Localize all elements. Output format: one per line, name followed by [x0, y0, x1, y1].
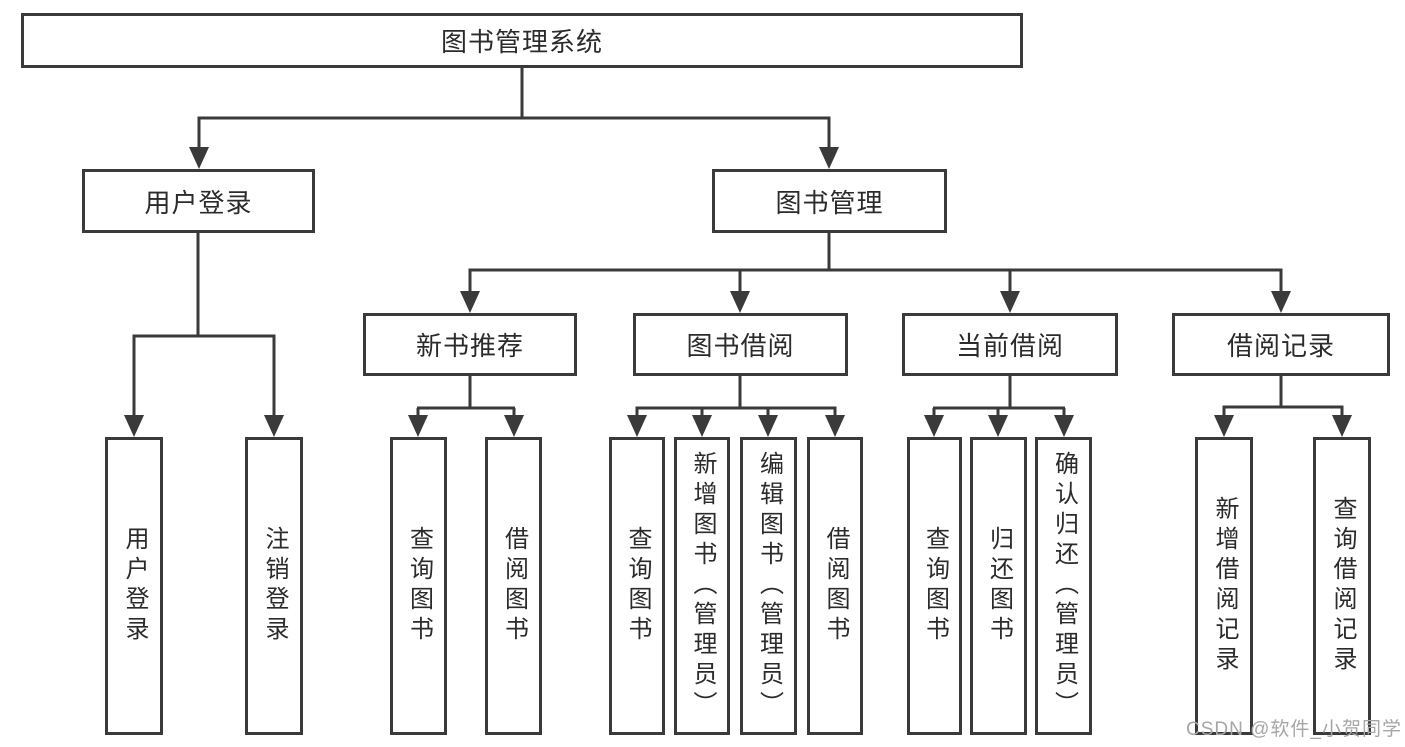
- borrowing-records-connectors: [1214, 376, 1352, 437]
- node-book-management: 图书管理: [712, 169, 947, 233]
- arrow-down-icon: [1214, 415, 1234, 437]
- arrow-down-icon: [988, 415, 1008, 437]
- leaf-user-login: 用户登录: [105, 437, 163, 735]
- user-login-connectors: [124, 233, 284, 437]
- book-borrowing-connectors: [627, 376, 845, 437]
- leaf-add-book-admin: 新增图书（管理员）: [674, 437, 730, 735]
- arrow-down-icon: [264, 415, 284, 437]
- node-library-management-system: 图书管理系统: [21, 13, 1023, 68]
- arrow-down-icon: [692, 415, 712, 437]
- csdn-watermark: CSDN @软件_小贺同学: [1186, 719, 1402, 740]
- root-connectors: [189, 68, 839, 169]
- node-user-login: 用户登录: [82, 169, 315, 233]
- node-borrowing-records: 借阅记录: [1172, 313, 1390, 376]
- arrow-down-icon: [189, 147, 209, 169]
- leaf-query-borrow-record: 查询借阅记录: [1313, 437, 1371, 735]
- leaf-query-books-1: 查询图书: [390, 437, 447, 735]
- new-book-recommendation-connectors: [408, 376, 524, 437]
- arrow-down-icon: [924, 415, 944, 437]
- current-borrowing-connectors: [924, 376, 1074, 437]
- leaf-return-books: 归还图书: [970, 437, 1027, 735]
- leaf-confirm-return-admin: 确认归还（管理员）: [1035, 437, 1092, 735]
- leaf-query-books-2: 查询图书: [609, 437, 665, 735]
- arrow-down-icon: [124, 415, 144, 437]
- book-management-connectors: [460, 233, 1291, 313]
- leaf-add-borrow-record: 新增借阅记录: [1195, 437, 1253, 735]
- arrow-down-icon: [1000, 291, 1020, 313]
- leaf-borrow-books-2: 借阅图书: [807, 437, 863, 735]
- arrow-down-icon: [825, 415, 845, 437]
- arrow-down-icon: [758, 415, 778, 437]
- arrow-down-icon: [1332, 415, 1352, 437]
- leaf-query-books-3: 查询图书: [907, 437, 962, 735]
- arrow-down-icon: [1054, 415, 1074, 437]
- node-current-borrowing: 当前借阅: [902, 313, 1118, 376]
- leaf-edit-book-admin: 编辑图书（管理员）: [740, 437, 797, 735]
- arrow-down-icon: [1271, 291, 1291, 313]
- arrow-down-icon: [627, 415, 647, 437]
- leaf-logout: 注销登录: [245, 437, 303, 735]
- node-new-book-recommendation: 新书推荐: [363, 313, 577, 376]
- arrow-down-icon: [730, 291, 750, 313]
- node-book-borrowing: 图书借阅: [633, 313, 848, 376]
- leaf-borrow-books-1: 借阅图书: [485, 437, 542, 735]
- arrow-down-icon: [408, 415, 428, 437]
- arrow-down-icon: [504, 415, 524, 437]
- arrow-down-icon: [460, 291, 480, 313]
- arrow-down-icon: [819, 147, 839, 169]
